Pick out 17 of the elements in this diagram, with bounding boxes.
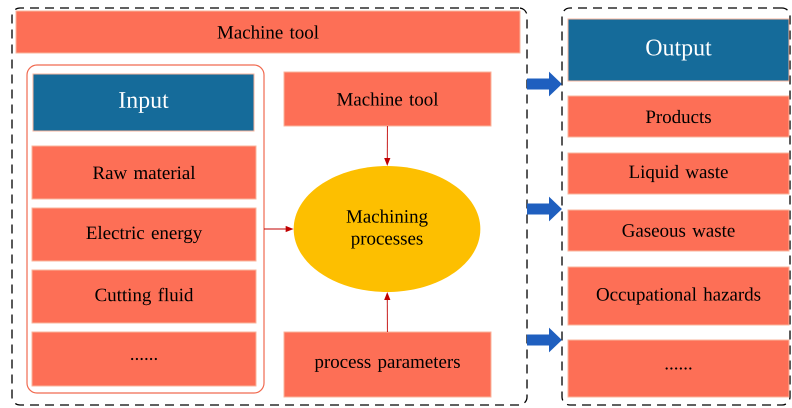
item-box: process parameters (284, 332, 492, 398)
item-box: Occupational hazards (568, 266, 790, 326)
item-box: Products (568, 96, 790, 138)
dashed-frame (11, 7, 528, 406)
dashed-frame (561, 7, 791, 406)
item-box: ...... (568, 340, 790, 398)
item-box: Liquid waste (568, 152, 790, 194)
item-box: Electric energy (32, 208, 256, 262)
item-box: Machine tool (284, 72, 492, 126)
banner-box: Machine tool (16, 10, 520, 54)
item-box: Gaseous waste (568, 210, 790, 252)
item-box: ...... (32, 332, 256, 386)
header-box: Input (32, 74, 254, 132)
header-box: Output (568, 18, 790, 82)
group-frame (26, 64, 265, 394)
item-box: Raw material (32, 146, 256, 200)
item-box: Cutting fluid (32, 270, 256, 324)
